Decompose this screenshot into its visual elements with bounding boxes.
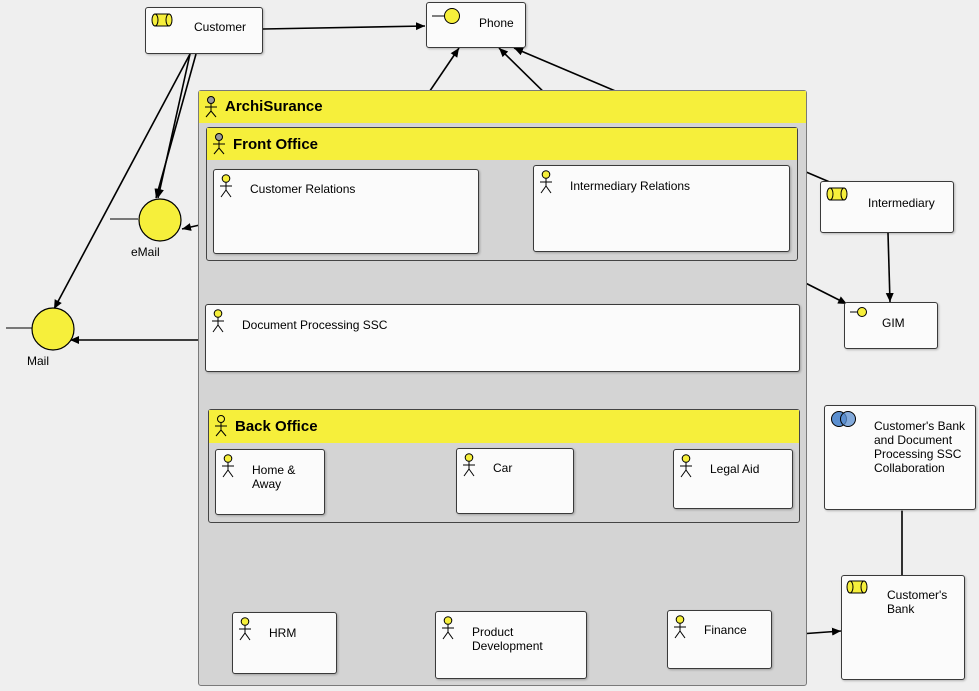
actor-icon <box>540 170 552 194</box>
document-processing-node[interactable]: Document Processing SSC <box>205 304 800 372</box>
collaboration-label: Customer's Bank and Document Processing … <box>874 419 965 475</box>
actor-icon <box>215 415 227 437</box>
role-icon <box>151 13 173 27</box>
intermediary-label: Intermediary <box>868 196 935 210</box>
customer-label: Customer <box>194 20 247 34</box>
actor-icon <box>222 454 234 478</box>
product-development-node[interactable]: Product Development <box>435 611 587 679</box>
finance-node[interactable]: Finance <box>667 610 772 669</box>
gim-node[interactable]: GIM <box>844 302 938 349</box>
actor-icon <box>220 174 232 198</box>
actor-icon <box>239 617 251 641</box>
hrm-label: HRM <box>269 626 297 640</box>
finance-label: Finance <box>704 623 747 637</box>
hrm-node[interactable]: HRM <box>232 612 337 674</box>
archisurance-title: ArchiSurance <box>225 98 323 115</box>
intermediary-relations-label: Intermediary Relations <box>570 179 691 193</box>
collaboration-node[interactable]: Customer's Bank and Document Processing … <box>824 405 976 510</box>
edge-intermediary-gim <box>885 232 894 303</box>
customers-bank-label: Customer's Bank <box>887 588 948 616</box>
interface-icon <box>432 8 460 24</box>
document-processing-label: Document Processing SSC <box>242 318 388 332</box>
front-office-header: Front Office <box>207 128 797 160</box>
intermediary-node[interactable]: Intermediary <box>820 181 954 233</box>
role-icon <box>826 187 848 201</box>
back-office-title: Back Office <box>235 418 318 435</box>
edge-customer-phone <box>262 22 426 31</box>
phone-node[interactable]: Phone <box>426 2 526 48</box>
home-away-label: Home & Away <box>252 463 296 491</box>
actor-icon <box>213 133 225 155</box>
actor-icon <box>674 615 686 639</box>
email-interface-label: eMail <box>131 245 160 259</box>
actor-icon <box>442 616 454 640</box>
actor-icon <box>463 453 475 477</box>
legal-aid-label: Legal Aid <box>710 462 760 476</box>
home-away-node[interactable]: Home & Away <box>215 449 325 515</box>
customer-node[interactable]: Customer <box>145 7 263 54</box>
archisurance-header: ArchiSurance <box>199 91 806 123</box>
product-development-label: Product Development <box>472 625 543 653</box>
car-label: Car <box>493 461 513 475</box>
customers-bank-node[interactable]: Customer's Bank <box>841 575 965 680</box>
customer-relations-label: Customer Relations <box>250 182 356 196</box>
collaboration-icon <box>831 411 856 427</box>
intermediary-relations-node[interactable]: Intermediary Relations <box>533 165 790 252</box>
actor-icon <box>205 96 217 118</box>
car-node[interactable]: Car <box>456 448 574 514</box>
customer-relations-node[interactable]: Customer Relations <box>213 169 479 254</box>
back-office-header: Back Office <box>209 410 799 443</box>
mail-interface-circle <box>31 307 75 351</box>
interface-icon <box>850 307 867 317</box>
edge-customer-mail <box>53 53 191 310</box>
front-office-title: Front Office <box>233 136 318 153</box>
phone-label: Phone <box>479 16 514 30</box>
actor-icon <box>212 309 224 333</box>
legal-aid-node[interactable]: Legal Aid <box>673 449 793 509</box>
role-icon <box>846 580 868 594</box>
actor-icon <box>680 454 692 478</box>
gim-label: GIM <box>882 316 905 330</box>
mail-interface-label: Mail <box>27 354 50 368</box>
edge-customer-email-2 <box>156 53 191 199</box>
email-interface-circle <box>138 198 182 242</box>
